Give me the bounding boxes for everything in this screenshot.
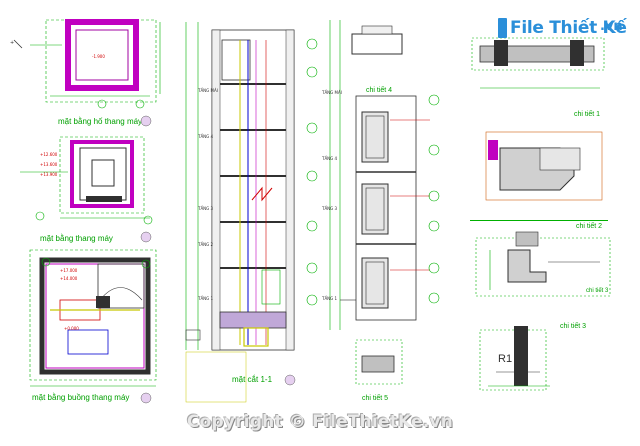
detail-3-label: chi tiết 3 — [560, 321, 586, 330]
door-elevation-drawing: TẦNG MÁI TẦNG 4 TẦNG 3 TẦNG 1 — [321, 20, 440, 385]
svg-text:TẦNG 3: TẦNG 3 — [321, 206, 338, 211]
svg-text:+17.000: +17.000 — [60, 268, 78, 273]
logo-text: File Thiết Kế — [510, 18, 627, 38]
svg-text:TẦNG MÁI: TẦNG MÁI — [321, 90, 342, 95]
machine-plan-label: mặt bằng thang máy — [40, 234, 113, 243]
detail-2-label: chi tiết 2 — [576, 221, 602, 230]
detail-3-top-label: chi tiết 3 — [586, 288, 609, 294]
detail-3-drawing — [475, 231, 611, 297]
pit-plan-drawing: -1.900 + — [10, 19, 161, 109]
section-1-1-drawing: TẦNG MÁI TẦNG 4 TẦNG 3 TẦNG 2 TẦNG 1 — [185, 22, 318, 403]
svg-text:TẦNG MÁI: TẦNG MÁI — [197, 88, 218, 93]
svg-text:+14.000: +14.000 — [60, 276, 78, 281]
section-marker-icon — [140, 231, 152, 243]
svg-text:+13.600: +13.600 — [40, 162, 58, 167]
svg-text:TẦNG 2: TẦNG 2 — [197, 242, 214, 247]
detail-1-drawing — [471, 37, 605, 89]
detail-r1-label: R1 — [498, 353, 512, 365]
pit-plan-label: mặt bằng hố thang máy — [58, 117, 142, 126]
svg-text:-1.900: -1.900 — [92, 54, 105, 59]
floor-plan-label: mặt bằng buồng thang máy — [32, 393, 129, 402]
detail-1-label: chi tiết 1 — [574, 109, 600, 118]
section-marker-icon — [284, 374, 296, 386]
svg-text:TẦNG 1: TẦNG 1 — [197, 296, 214, 301]
logo-suffix: .vn — [600, 19, 623, 34]
svg-text:+13.900: +13.900 — [40, 172, 58, 177]
section-marker-icon — [140, 115, 152, 127]
section-1-1-label: mặt cắt 1-1 — [232, 375, 273, 384]
detail-5-label: chi tiết 5 — [362, 393, 388, 402]
section-marker-icon — [140, 392, 152, 404]
svg-text:TẦNG 3: TẦNG 3 — [197, 206, 214, 211]
svg-text:+12.600: +12.600 — [40, 152, 58, 157]
detail-2-drawing — [470, 131, 608, 221]
svg-text:TẦNG 4: TẦNG 4 — [321, 156, 338, 161]
detail-r1-drawing — [479, 326, 550, 391]
svg-text:TẦNG 1: TẦNG 1 — [321, 296, 338, 301]
detail-4-label: chi tiết 4 — [366, 85, 392, 94]
car-floor-plan-drawing: +17.000 +14.000 +0.000 — [29, 249, 157, 387]
filethietke-logo — [498, 18, 507, 38]
svg-text:TẦNG 4: TẦNG 4 — [197, 134, 214, 139]
machine-plan-drawing: +12.600 +13.600 +13.900 — [20, 136, 153, 225]
svg-text:+0.000: +0.000 — [64, 326, 79, 331]
svg-text:+: + — [10, 40, 14, 46]
copyright-watermark: Copyright © FileThietKe.vn — [187, 412, 454, 432]
